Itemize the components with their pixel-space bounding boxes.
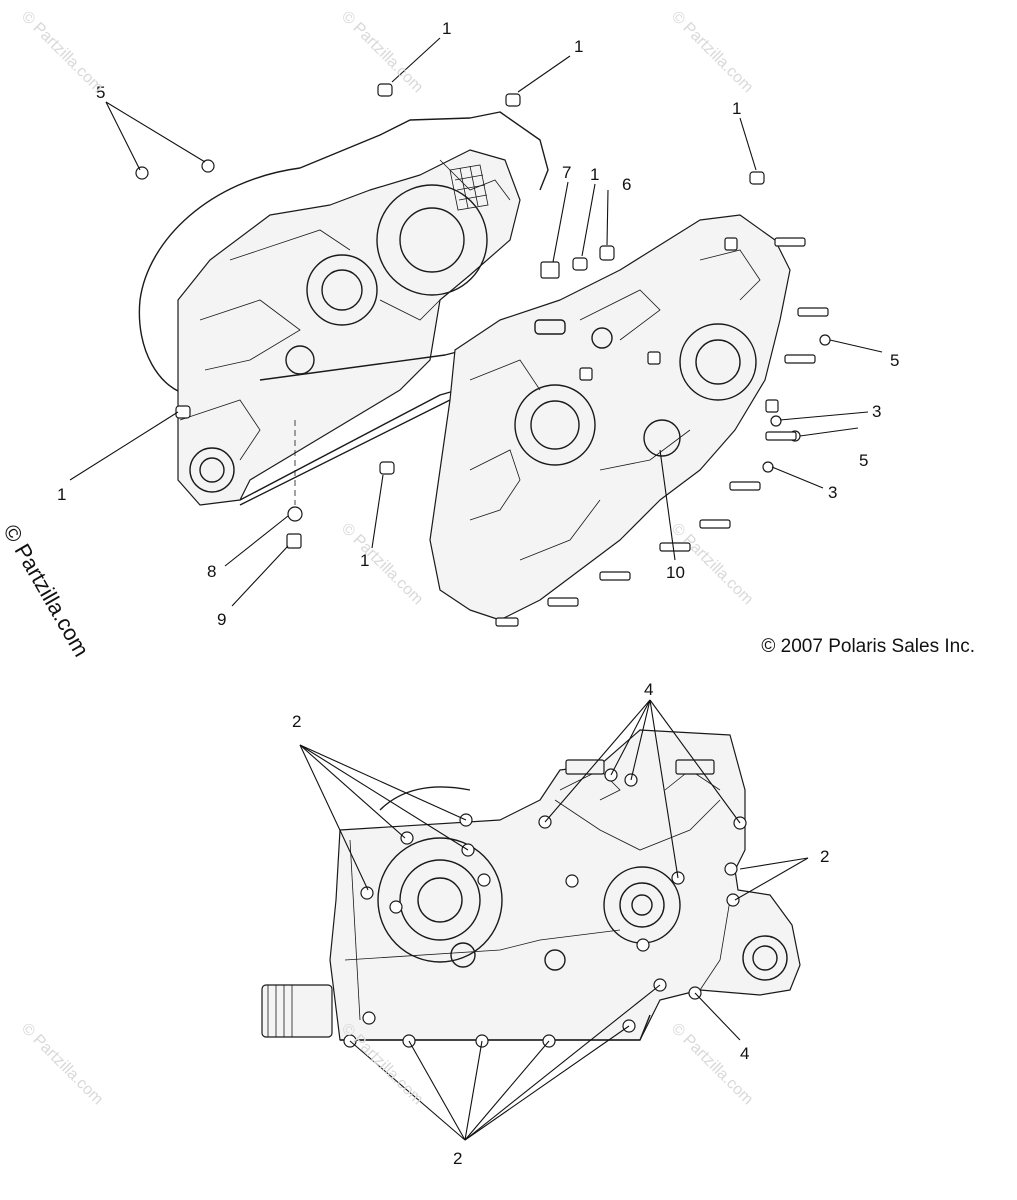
top-callouts: 1 1 1 5 7 1 6 5 3 5 3 1 1 8 9 10 <box>57 19 899 629</box>
dowel-pin <box>201 159 215 173</box>
callout-1: 1 <box>590 165 599 184</box>
callout-10: 10 <box>666 563 685 582</box>
dowel-pin <box>175 405 191 419</box>
callout-1: 1 <box>732 99 741 118</box>
callout-5: 5 <box>96 83 105 102</box>
top-leader-lines <box>69 37 883 607</box>
dowel-pin <box>770 415 782 427</box>
callout-5: 5 <box>890 351 899 370</box>
dowel-pin <box>135 166 149 180</box>
bottom-callouts: 2 4 2 4 2 <box>292 680 829 1168</box>
dowel-pin <box>505 93 521 107</box>
dowel-pin <box>377 83 393 97</box>
callout-5: 5 <box>859 451 868 470</box>
dowel-pin <box>572 257 588 271</box>
callout-2: 2 <box>292 712 301 731</box>
copyright-notice: © 2007 Polaris Sales Inc. <box>761 636 975 657</box>
callout-3: 3 <box>828 483 837 502</box>
washer <box>287 506 303 522</box>
dowel-pin <box>599 245 615 261</box>
oil-filter <box>261 984 333 1038</box>
bottom-leader-lines <box>299 699 809 1141</box>
top-dowel-pins <box>135 83 831 549</box>
callout-2: 2 <box>453 1149 462 1168</box>
callout-6: 6 <box>622 175 631 194</box>
drain-plug <box>286 533 302 549</box>
dowel-pin <box>762 461 774 473</box>
callout-1: 1 <box>360 551 369 570</box>
fitting <box>540 261 560 279</box>
callout-1: 1 <box>574 37 583 56</box>
callout-1: 1 <box>57 485 66 504</box>
callout-9: 9 <box>217 610 226 629</box>
callout-7: 7 <box>562 163 571 182</box>
callout-4: 4 <box>644 680 653 699</box>
callout-8: 8 <box>207 562 216 581</box>
top-bolts <box>495 237 829 627</box>
callout-3: 3 <box>872 402 881 421</box>
dowel-pin <box>819 334 831 346</box>
callout-2: 2 <box>820 847 829 866</box>
callout-1: 1 <box>442 19 451 38</box>
callout-4: 4 <box>740 1044 749 1063</box>
dowel-pin <box>749 171 765 185</box>
dowel-pin <box>379 461 395 475</box>
left-crankcase-half <box>138 111 549 506</box>
right-crankcase-half <box>429 214 791 621</box>
crankcase-assembled-side-view <box>261 729 801 1041</box>
